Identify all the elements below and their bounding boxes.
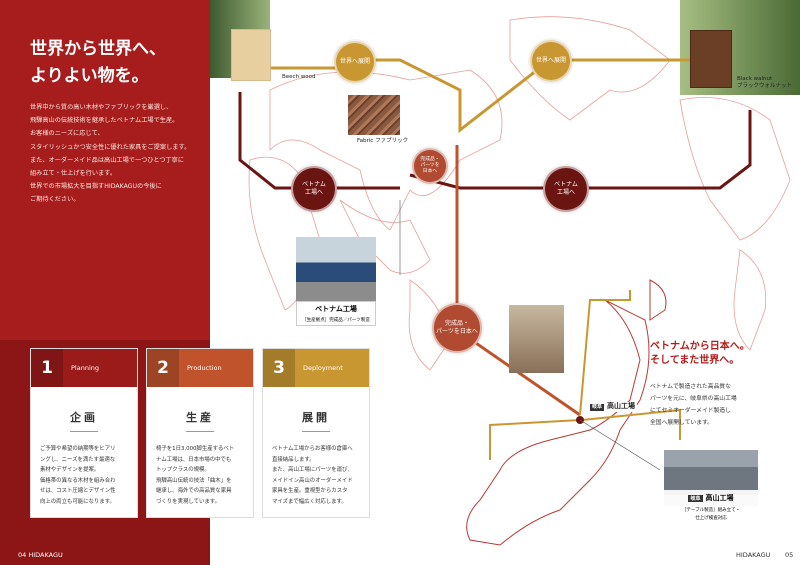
- intro-line: 世界での市場拡大を目指すHIDAKAGUの今後に: [30, 183, 162, 191]
- step-deployment: 3 Deployment 展開 ベトナム工場からお客様の倉庫へ 直接納品します。…: [262, 348, 370, 518]
- step-number: 1: [31, 349, 63, 387]
- takayama-photo-title: 高山工場: [705, 494, 734, 502]
- step-line-text: 素材やデザインを提案。: [40, 467, 100, 473]
- takayama-label: 高山工場: [607, 402, 636, 410]
- step-english: Deployment: [303, 364, 343, 372]
- step-line-text: また、高山工場にパーツを運び、: [272, 467, 353, 473]
- takayama-factory-label: 岐阜高山工場 ［テーブル製造］組み立て・ 仕上げ検査対応: [664, 490, 758, 528]
- takayama-photo-heading: 岐阜高山工場: [664, 493, 758, 503]
- walnut-caption: Black walnut: [737, 76, 773, 82]
- step-line-text: づくりを実現しています。: [156, 498, 220, 505]
- intro-line: スタイリッシュかつ安全性に優れた家具をご提案します。: [30, 143, 191, 151]
- takayama-tag: 岐阜: [590, 404, 605, 411]
- intro-line: 飛騨高山の伝統技術を継承したベトナム工場で生産。: [30, 117, 179, 125]
- walnut-photo: [690, 30, 732, 88]
- takayama-factory-map-label: 岐阜高山工場: [588, 402, 638, 412]
- step-line-text: 直接納品します。: [272, 456, 315, 463]
- beech-wood-photo: [231, 29, 271, 81]
- step-line-text: ングし、ニーズを満たす最適な: [40, 456, 116, 463]
- beech-wood-caption: Beech wood: [282, 74, 316, 80]
- step-body: ご予算や希望の納期等をヒアリ ングし、ニーズを満たす最適な 素材やデザインを提案…: [31, 444, 137, 507]
- step-line-text: 椅子を1日3,000脚生産するベト: [156, 446, 235, 452]
- intro-line: 世界中から質の高い木材やファブリックを厳選し、: [30, 104, 173, 111]
- step-header: 3 Deployment: [263, 349, 369, 387]
- walnut-sub-caption: ブラックウォルナット: [737, 83, 793, 89]
- step-line-text: ベトナム工場からお客様の倉庫へ: [272, 446, 353, 452]
- headline: 世界から世界へ、 よりよい物を。: [30, 36, 200, 90]
- right-body-line: にてセミオーダーメイド製造し: [650, 408, 731, 414]
- footer-brand: HIDAKAGU: [736, 551, 771, 559]
- right-body-line: ベトナムで製造された高品質な: [650, 384, 731, 390]
- step-line-text: 継承し、海外での高品質な家具: [156, 488, 232, 494]
- step-body: 椅子を1日3,000脚生産するベト ナム工場は、日本市場の中でも トップクラスの…: [147, 444, 253, 507]
- right-headline-line: そしてまた世界へ。: [650, 355, 740, 366]
- to-vietnam-circle-1: ベトナム 工場へ: [291, 166, 337, 212]
- takayama-photo-sub2: 仕上げ検査対応: [695, 516, 727, 521]
- step-divider: [186, 431, 214, 432]
- step-english: Production: [187, 364, 222, 372]
- step-divider: [302, 431, 330, 432]
- step-header: 1 Planning: [31, 349, 137, 387]
- step-divider: [70, 431, 98, 432]
- step-line-text: 価格帯の異なる木材を組み合わ: [40, 477, 116, 484]
- intro-line: お客様のニーズに応じて、: [30, 130, 104, 138]
- japan-map: [466, 279, 667, 546]
- fabric-caption: Fabric ファブリック: [357, 138, 409, 144]
- finished-to-japan-circle: 完成品・ パーツを日本へ: [432, 303, 482, 353]
- right-body-line: パーツを元に、岐阜県の高山工場: [650, 396, 737, 402]
- step-body: ベトナム工場からお客様の倉庫へ 直接納品します。 また、高山工場にパーツを運び、…: [263, 444, 369, 507]
- right-body: ベトナムで製造された高品質な パーツを元に、岐阜県の高山工場 にてセミオーダーメ…: [650, 381, 737, 429]
- step-line-text: ナム工場は、日本市場の中でも: [156, 456, 232, 463]
- intro-line: 組み立て・仕上げを行います。: [30, 170, 117, 178]
- intro-line: また、オーダーメイド品は高山工場で一つひとつ丁寧に: [30, 156, 185, 164]
- step-title: 生産: [186, 411, 214, 424]
- footer-page-number: 05: [785, 551, 794, 559]
- vietnam-factory-photo: [296, 237, 376, 301]
- step-line-text: 飛騨高山伝統の技法「曲木」を: [156, 477, 232, 484]
- page-footer-left: 04 HIDAKAGU: [18, 551, 63, 559]
- takayama-photo-tag: 岐阜: [688, 495, 703, 502]
- headline-line: よりよい物を。: [30, 66, 149, 86]
- step-header: 2 Production: [147, 349, 253, 387]
- step-title: 展開: [302, 411, 330, 424]
- right-headline: ベトナムから日本へ。 そしてまた世界へ。: [650, 340, 750, 368]
- to-vietnam-circle-2: ベトナム 工場へ: [543, 166, 589, 212]
- right-body-line: 全国へ展開しています。: [650, 420, 714, 426]
- fabric-photo: [348, 95, 400, 135]
- step-line-text: トップクラスの規模。: [156, 467, 210, 473]
- parts-center-circle: 完成品・ パーツを 日本へ: [412, 148, 448, 184]
- step-english: Planning: [71, 364, 99, 372]
- takayama-photo-sub1: ［テーブル製造］組み立て・: [681, 508, 741, 513]
- step-title: 企画: [70, 411, 98, 424]
- headline-line: 世界から世界へ、: [30, 39, 166, 59]
- vietnam-factory-subtitle: ［生産拠点］完成品／パーツ製造: [302, 318, 370, 323]
- step-line-text: メイドイン高山のオーダーメイド: [272, 477, 353, 484]
- step-production: 2 Production 生産 椅子を1日3,000脚生産するベト ナム工場は、…: [146, 348, 254, 518]
- vietnam-factory-title: ベトナム工場: [315, 305, 357, 313]
- step-number: 2: [147, 349, 179, 387]
- intro-text: 世界中から質の高い木材やファブリックを厳選し、 飛騨高山の伝統技術を継承したベト…: [30, 101, 205, 207]
- step-line-text: ご予算や希望の納期等をヒアリ: [40, 446, 116, 452]
- step-line-text: マイズまで幅広く対応します。: [272, 498, 347, 505]
- step-line-text: せは、コスト圧縮とデザイン性: [40, 488, 116, 494]
- vietnam-factory-label: ベトナム工場 ［生産拠点］完成品／パーツ製造: [296, 301, 376, 326]
- right-headline-line: ベトナムから日本へ。: [650, 341, 750, 352]
- step-number: 3: [263, 349, 295, 387]
- step-line-text: 向上の両立も可能になります。: [40, 498, 115, 505]
- to-world-circle-2: 世界へ展開: [530, 40, 572, 82]
- to-world-circle-1: 世界へ展開: [334, 41, 376, 83]
- intro-line: ご期待ください。: [30, 196, 80, 204]
- step-line-text: 家具を生産。重視型からカスタ: [272, 488, 348, 494]
- chair-photo: [509, 305, 564, 373]
- step-planning: 1 Planning 企画 ご予算や希望の納期等をヒアリ ングし、ニーズを満たす…: [30, 348, 138, 518]
